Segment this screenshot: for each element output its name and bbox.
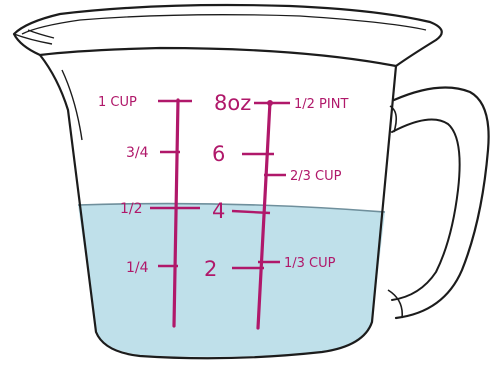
- label-four-oz: 4: [212, 199, 225, 223]
- label-eight-oz: 8oz: [214, 91, 251, 115]
- water-fill: [78, 204, 385, 357]
- label-half: 1/2: [120, 201, 143, 217]
- label-one-cup: 1 CUP: [98, 95, 137, 110]
- cup-handle-outer: [394, 88, 489, 319]
- label-half-pint: 1/2 PINT: [294, 97, 348, 112]
- cup-inner-wall-left: [62, 70, 82, 140]
- label-two-thirds-cup: 2/3 CUP: [290, 169, 342, 184]
- cup-handle-inner: [392, 120, 460, 301]
- label-two-oz: 2: [204, 257, 217, 281]
- label-quarter: 1/4: [126, 260, 149, 276]
- label-three-quarter: 3/4: [126, 145, 149, 161]
- label-one-third-cup: 1/3 CUP: [284, 256, 336, 271]
- label-six-oz: 6: [212, 142, 225, 166]
